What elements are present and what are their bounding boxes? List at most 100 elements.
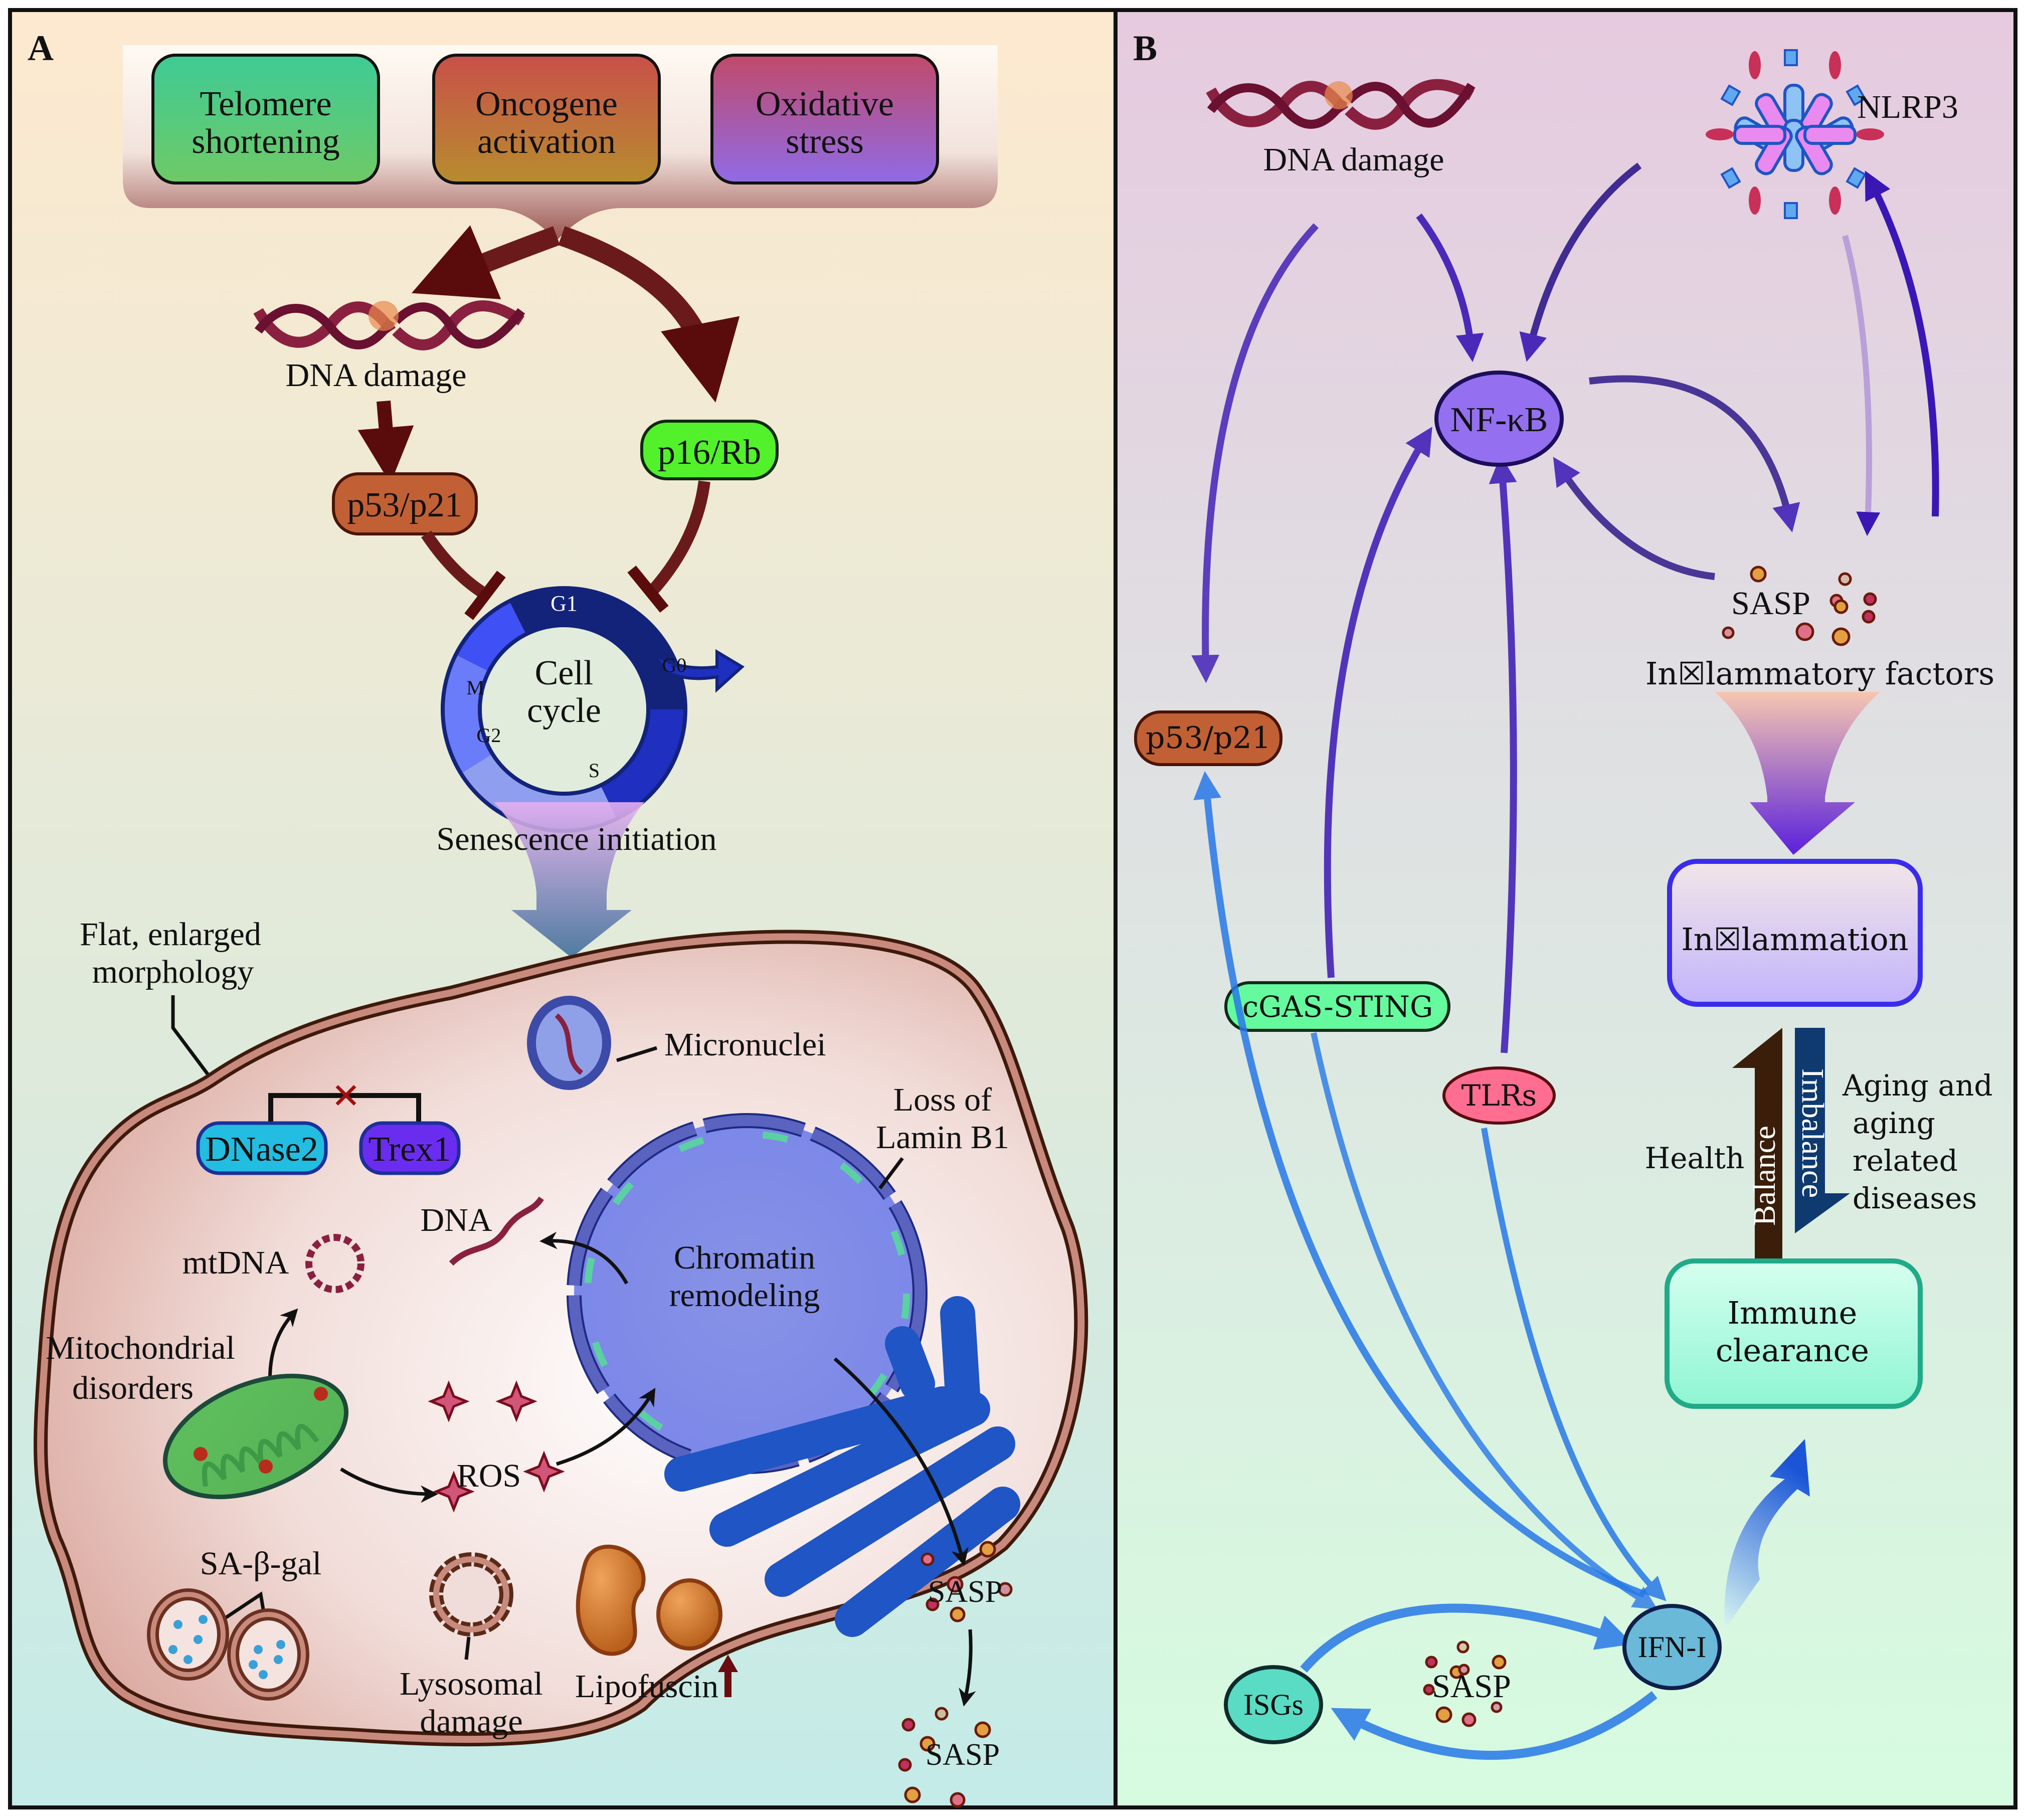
svg-text:activation: activation bbox=[477, 122, 616, 161]
cell-cycle-label: Cell bbox=[535, 654, 594, 692]
increase-arrow-icon bbox=[718, 1655, 738, 1697]
svg-text:related: related bbox=[1853, 1144, 1958, 1178]
p53-node: p53/p21 bbox=[332, 472, 478, 535]
svg-text:damage: damage bbox=[420, 1703, 522, 1740]
dnase2-node: DNase2 bbox=[196, 1121, 328, 1175]
dnase-trex-bracket bbox=[268, 1093, 421, 1123]
svg-text:TLRs: TLRs bbox=[1461, 1078, 1537, 1113]
inhibit-p16-cycle bbox=[647, 480, 710, 596]
arrow-to-sasp bbox=[833, 1357, 969, 1566]
senescence-arrow bbox=[494, 802, 644, 958]
inhibit-bar-p16 bbox=[627, 566, 669, 613]
dna-fragment-icon bbox=[449, 1196, 544, 1266]
ifn-node: IFN-I bbox=[1622, 1604, 1722, 1690]
svg-text:NF-κB: NF-κB bbox=[1450, 401, 1548, 439]
trex1-node: Trex1 bbox=[359, 1121, 461, 1175]
arrow-to-p16 bbox=[558, 226, 740, 403]
arrow-nucleus-to-dna bbox=[539, 1231, 629, 1285]
nlrp3-label: NLRP3 bbox=[1857, 89, 1958, 125]
inflammation-box: In☒lammation bbox=[1667, 859, 1923, 1007]
lipofuscin-label: Lipofuscin bbox=[575, 1668, 718, 1705]
nucleus bbox=[567, 1113, 928, 1474]
nfkb-node: NF-κB bbox=[1434, 371, 1564, 467]
svg-text:G0: G0 bbox=[662, 654, 687, 676]
svg-text:DNase2: DNase2 bbox=[205, 1130, 318, 1169]
arrow-tlrs-to-nfkb bbox=[1489, 455, 1517, 1053]
svg-text:aging: aging bbox=[1853, 1106, 1935, 1140]
svg-text:G2: G2 bbox=[477, 724, 501, 747]
arrow-mito-to-ros bbox=[340, 1468, 438, 1503]
sasp-particles-b bbox=[1722, 566, 1877, 646]
svg-text:Telomere: Telomere bbox=[200, 85, 331, 123]
svg-text:cycle: cycle bbox=[527, 691, 601, 730]
sasp-particles-inner bbox=[921, 1541, 1013, 1622]
inhibit-bar-p53 bbox=[464, 571, 506, 620]
micronuclei-pointer bbox=[616, 1046, 658, 1062]
arrow-ifn-to-immune bbox=[1724, 1439, 1810, 1629]
balance-arrow bbox=[1732, 1028, 1782, 1273]
sagal-vesicle-icon bbox=[147, 1588, 309, 1701]
g0-exit-arrow bbox=[650, 649, 745, 693]
mtdna-ring-icon bbox=[305, 1234, 364, 1293]
lipofuscin-icon bbox=[576, 1544, 722, 1656]
micronuclei-icon bbox=[527, 996, 611, 1090]
lyso-label: Lysosomal bbox=[400, 1666, 543, 1702]
ros-stars-icon bbox=[428, 1380, 565, 1513]
sagal-label: SA-β-gal bbox=[200, 1545, 322, 1582]
svg-text:S: S bbox=[589, 759, 600, 782]
arrow-ifn-to-isgs bbox=[1331, 1691, 1658, 1760]
svg-text:p53/p21: p53/p21 bbox=[1146, 720, 1271, 756]
arrow-tlrs-to-ifn bbox=[1481, 1127, 1667, 1601]
panel-b: B DNA damage bbox=[1114, 8, 2017, 1809]
ros-label: ROS bbox=[457, 1458, 521, 1494]
arrow-isgs-to-ifn bbox=[1300, 1603, 1633, 1673]
svg-text:Oncogene: Oncogene bbox=[475, 85, 618, 123]
inflam-factors-label: In☒lammatory factors bbox=[1645, 655, 1994, 692]
morphology-pointer bbox=[171, 995, 212, 1079]
arrow-to-dna-damage bbox=[411, 225, 560, 299]
sasp-particles-b-bottom bbox=[1423, 1641, 1507, 1727]
svg-text:In☒lammation: In☒lammation bbox=[1681, 921, 1908, 958]
svg-text:morphology: morphology bbox=[92, 954, 254, 990]
svg-text:p16/Rb: p16/Rb bbox=[658, 433, 761, 472]
imbalance-label: Imbalance bbox=[1795, 1068, 1829, 1198]
endoplasmic-reticulum-icon bbox=[664, 1296, 1020, 1637]
panel-b-letter: B bbox=[1133, 28, 1157, 68]
arrow-sasp-to-nfkb bbox=[1553, 457, 1715, 580]
inhibit-p53-cycle bbox=[421, 530, 485, 597]
nlrp3-inflammasome-icon bbox=[1706, 49, 1884, 219]
arrow-cgas-to-nfkb bbox=[1324, 426, 1432, 978]
isgs-node: ISGs bbox=[1224, 1665, 1323, 1744]
arrow-nlrp3-to-nfkb bbox=[1519, 162, 1642, 362]
health-label: Health bbox=[1645, 1141, 1745, 1175]
dna-label: DNA bbox=[421, 1202, 492, 1238]
p16-node: p16/Rb bbox=[640, 420, 779, 480]
mitochondrion-icon bbox=[162, 1373, 349, 1500]
svg-text:Trex1: Trex1 bbox=[369, 1130, 451, 1169]
aging-label: Aging and bbox=[1842, 1068, 1993, 1103]
tlrs-node: TLRs bbox=[1442, 1066, 1556, 1125]
svg-text:M: M bbox=[466, 676, 484, 699]
svg-text:p53/p21: p53/p21 bbox=[347, 486, 462, 524]
lysosome-pointer bbox=[464, 1636, 471, 1660]
svg-text:remodeling: remodeling bbox=[669, 1277, 820, 1314]
blocked-x-icon: ✕ bbox=[331, 1075, 361, 1117]
sasp-inner-label: SASP bbox=[928, 1575, 1002, 1609]
balance-label: Balance bbox=[1748, 1126, 1782, 1226]
cgas-sting-node: cGAS-STING bbox=[1224, 981, 1450, 1032]
svg-text:Oxidative: Oxidative bbox=[756, 85, 894, 123]
mtdna-label: mtDNA bbox=[182, 1244, 289, 1281]
morphology-label: Flat, enlarged bbox=[80, 916, 261, 953]
svg-text:G1: G1 bbox=[550, 591, 578, 616]
trigger-oxidative: Oxidative stress bbox=[710, 54, 939, 185]
sasp-outer-label: SASP bbox=[926, 1738, 1000, 1772]
svg-text:Lamin B1: Lamin B1 bbox=[876, 1119, 1009, 1156]
dna-damage-label: DNA damage bbox=[285, 357, 466, 394]
svg-text:Immune: Immune bbox=[1728, 1295, 1858, 1331]
sasp-particles-outer bbox=[898, 1707, 991, 1808]
arrow-dna-to-p53 bbox=[357, 400, 414, 484]
p53-node-b: p53/p21 bbox=[1134, 710, 1282, 766]
panel-a: A Telomere shortening Oncogene activatio… bbox=[8, 8, 1118, 1809]
senescence-label: Senescence initiation bbox=[437, 821, 717, 857]
arrow-cgas-to-ifn bbox=[1311, 1032, 1658, 1610]
